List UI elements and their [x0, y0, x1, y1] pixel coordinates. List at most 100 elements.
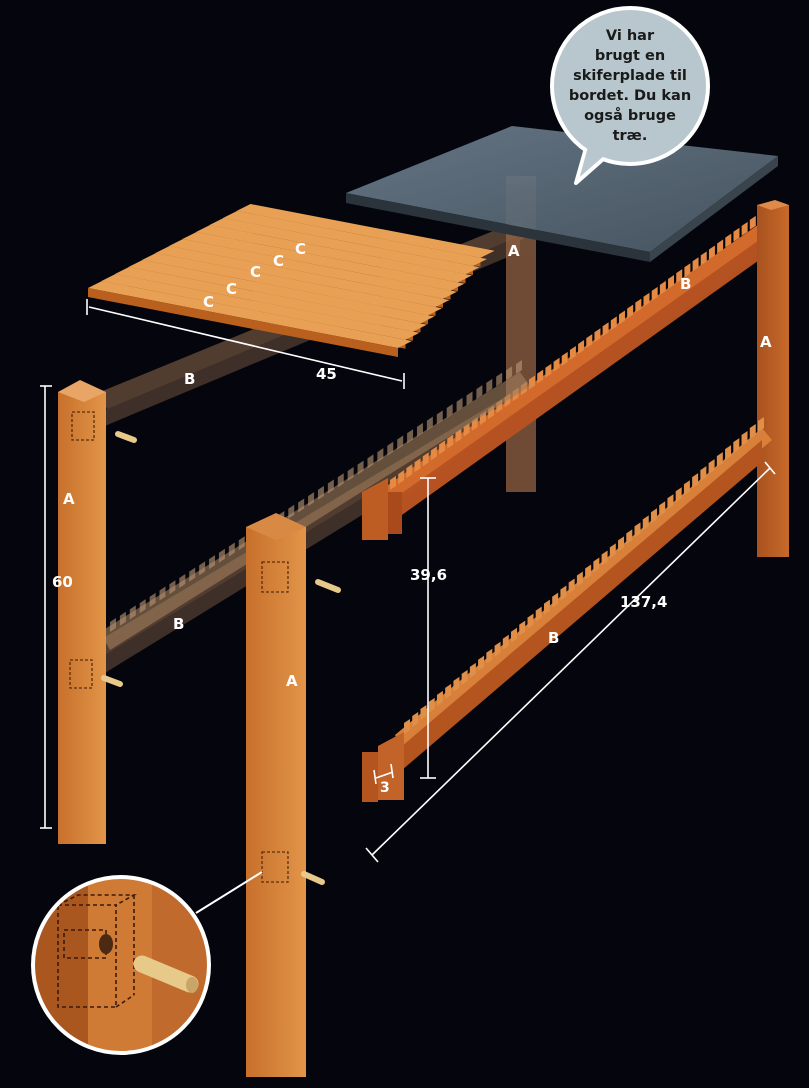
rail-notch	[199, 561, 206, 576]
dimension-labels: 45 60 39,6 137,4 3	[52, 365, 667, 796]
rail-notch	[578, 340, 585, 355]
rail-notch	[626, 529, 633, 545]
leg-back-right	[757, 200, 789, 557]
rail-notch	[543, 599, 550, 615]
rail-notch	[586, 334, 593, 349]
speech-bubble: Vi har brugt en skiferplade til bordet. …	[550, 6, 710, 185]
label-c-1: C	[203, 293, 214, 311]
dowel-icons	[101, 431, 341, 885]
rail-notch	[733, 438, 740, 454]
slat-top	[236, 204, 495, 258]
rail-notch	[169, 580, 176, 595]
rail-notch	[741, 221, 748, 236]
rail-notch	[110, 618, 116, 632]
rail-notch	[447, 434, 454, 449]
rail-notch	[390, 476, 396, 490]
rail-notch	[552, 592, 559, 608]
rail-notch	[733, 227, 740, 242]
rail-notch	[717, 239, 724, 254]
rail-notch	[708, 245, 715, 260]
rail-notch	[502, 634, 509, 650]
rail-notch	[404, 719, 410, 734]
rail-notch	[436, 410, 443, 425]
bubble-line-3: skiferplade til	[573, 68, 687, 84]
rail-notch	[741, 431, 748, 447]
dim-slat-width: 45	[316, 365, 337, 383]
slat-top	[196, 225, 472, 283]
rail-notch	[651, 286, 658, 301]
label-b-middle: B	[173, 615, 184, 633]
rail-notch	[327, 479, 334, 494]
rail-notch	[159, 586, 166, 601]
rail-notch	[585, 564, 592, 580]
rail-notch	[430, 446, 437, 461]
rail-notch	[439, 440, 446, 455]
rail-notch	[725, 445, 732, 461]
part-labels: A A A A B B B B C C C C C	[63, 240, 772, 690]
bubble-line-1: Vi har	[606, 28, 655, 44]
rail-notch	[119, 611, 126, 626]
rail-notch	[594, 328, 601, 343]
slat-top	[223, 211, 487, 266]
rail-notch	[357, 460, 364, 475]
rail-notch	[426, 416, 433, 431]
rail-notch	[461, 669, 468, 685]
rail-notch	[412, 711, 419, 727]
rail-notch	[634, 522, 641, 538]
rail-notch	[618, 536, 625, 552]
rail-notch	[553, 357, 560, 372]
rail-notch	[228, 542, 235, 557]
rail-notch	[288, 504, 295, 519]
slat-top	[115, 267, 427, 332]
rail-notch	[422, 452, 429, 467]
rail-notch	[308, 492, 315, 507]
rail-notch	[618, 310, 625, 325]
label-c-3: C	[250, 263, 261, 281]
slat-top	[88, 281, 412, 348]
label-a-front: A	[286, 672, 298, 690]
label-b-lower-right: B	[548, 629, 559, 647]
zoom-detail	[31, 871, 263, 1055]
rail-notch	[650, 508, 657, 524]
rail-notch	[436, 690, 443, 706]
rail-notch	[725, 233, 732, 248]
dim-rail-height: 39,6	[410, 566, 447, 584]
rail-notch	[506, 366, 513, 381]
dowel-icon	[301, 871, 325, 885]
rail-notch	[535, 606, 542, 622]
dim-rail-length: 137,4	[620, 593, 667, 611]
rail-notch	[486, 378, 493, 393]
rail-notch	[486, 648, 493, 664]
rail-notch	[516, 360, 522, 374]
rail-notch	[627, 304, 634, 319]
slat-top	[182, 232, 465, 291]
slat-side	[88, 288, 398, 357]
label-b-upper-left: B	[184, 370, 195, 388]
leg-front-center	[246, 513, 306, 1077]
slat-top	[209, 218, 480, 275]
rail-notch	[643, 292, 650, 307]
rail-notch	[445, 683, 452, 699]
rail-notch	[545, 363, 552, 378]
slat-group	[88, 204, 495, 357]
label-a-top: A	[508, 242, 520, 260]
rail-notch	[407, 429, 414, 444]
rail-notch	[668, 275, 675, 290]
rail-notch	[529, 375, 536, 390]
rail-notch	[758, 417, 764, 432]
rail-notch	[602, 322, 609, 337]
rail-notch	[749, 424, 756, 440]
label-b-upper-right: B	[680, 275, 691, 293]
rail-notch	[416, 422, 423, 437]
label-a-right: A	[760, 333, 772, 351]
rail-notch	[456, 397, 463, 412]
rail-notch	[469, 662, 476, 678]
dowel-large-icon	[133, 955, 199, 993]
bubble-line-4: bordet. Du kan	[569, 88, 691, 104]
rail-notch	[667, 494, 674, 510]
rail-notch	[635, 298, 642, 313]
rail-notch	[420, 704, 427, 720]
rail-upper-notches	[390, 210, 764, 490]
bubble-line-2: brugt en	[595, 48, 665, 64]
